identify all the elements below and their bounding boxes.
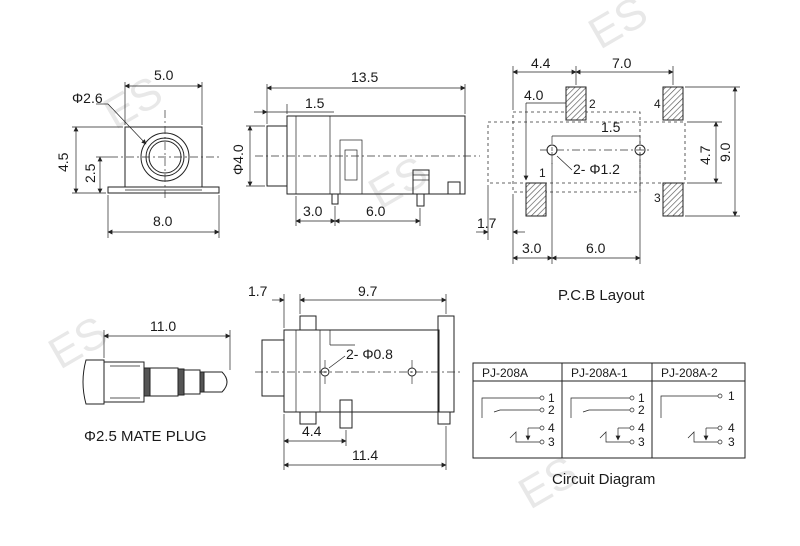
circuit-schematic-b: 1 2 4 3 xyxy=(570,391,645,449)
pcb-inner-height-label: 4.7 xyxy=(697,145,713,165)
pcb-left-label: 4.4 xyxy=(531,55,551,71)
side-diameter-label: Φ4.0 xyxy=(230,144,246,175)
circuit-col-b: PJ-208A-1 xyxy=(571,366,628,380)
pcb-bottom-right-label: 6.0 xyxy=(586,240,606,256)
side-pin-offset-label: 3.0 xyxy=(303,203,323,219)
svg-text:2: 2 xyxy=(548,403,555,417)
svg-text:3: 3 xyxy=(548,435,555,449)
svg-text:4: 4 xyxy=(728,421,735,435)
pcb-pad-1 xyxy=(525,182,547,217)
svg-text:4: 4 xyxy=(548,421,555,435)
circuit-col-c: PJ-208A-2 xyxy=(661,366,718,380)
circuit-schematic-c: 1 4 3 xyxy=(660,389,735,449)
pcb-pin-3: 3 xyxy=(654,191,661,205)
side-view: 13.5 1.5 Φ4.0 3.0 6.0 xyxy=(230,69,480,226)
svg-text:1: 1 xyxy=(548,391,555,405)
pcb-pin-4: 4 xyxy=(654,97,661,111)
top-view: 2- Φ0.8 1.7 9.7 4.4 11.4 xyxy=(248,283,460,470)
pcb-total-height-label: 9.0 xyxy=(717,142,733,162)
pcb-layout: 2 4 1 3 2- Φ1.2 1.5 4.0 4.4 7.0 xyxy=(476,55,740,304)
svg-text:1: 1 xyxy=(638,391,645,405)
top-left-label: 1.7 xyxy=(248,283,268,299)
svg-text:ES: ES xyxy=(581,0,656,59)
side-pin-pitch-label: 6.0 xyxy=(366,203,386,219)
circuit-col-a: PJ-208A xyxy=(482,366,528,380)
front-center-label: 2.5 xyxy=(82,163,98,183)
circuit-diagram: PJ-208A PJ-208A-1 PJ-208A-2 1 2 4 3 xyxy=(472,362,746,488)
top-pin-offset-label: 4.4 xyxy=(302,423,322,439)
front-height-label: 4.5 xyxy=(55,152,71,172)
front-base-label: 8.0 xyxy=(153,213,173,229)
front-phi-label: Φ2.6 xyxy=(72,90,103,106)
pcb-pad-offset-label: 4.0 xyxy=(524,87,544,103)
pcb-pad-3 xyxy=(662,182,684,217)
front-width-label: 5.0 xyxy=(154,67,174,83)
pcb-pad-2 xyxy=(565,86,587,121)
pcb-top-label: 7.0 xyxy=(612,55,632,71)
svg-text:2: 2 xyxy=(638,403,645,417)
svg-text:ES: ES xyxy=(41,307,116,379)
top-holes-label: 2- Φ0.8 xyxy=(346,346,393,362)
top-length-label: 11.4 xyxy=(352,447,378,463)
svg-text:3: 3 xyxy=(638,435,645,449)
plug-title: Φ2.5 MATE PLUG xyxy=(84,428,207,445)
side-length-label: 13.5 xyxy=(351,69,378,85)
svg-text:3: 3 xyxy=(728,435,735,449)
svg-text:1: 1 xyxy=(728,389,735,403)
plug-length-label: 11.0 xyxy=(150,318,176,334)
pcb-layout-title: P.C.B Layout xyxy=(558,287,645,304)
pcb-bottom-left-label: 3.0 xyxy=(522,240,542,256)
top-span-label: 9.7 xyxy=(358,283,378,299)
side-offset-label: 1.5 xyxy=(305,95,325,111)
pcb-pad-4 xyxy=(662,86,684,121)
circuit-title: Circuit Diagram xyxy=(552,471,655,488)
pcb-edge-label: 1.7 xyxy=(477,215,497,231)
pcb-pin-1: 1 xyxy=(539,166,546,180)
pcb-pitch-label: 1.5 xyxy=(601,119,621,135)
mate-plug: 11.0 Φ2.5 MATE PLUG xyxy=(82,318,231,445)
circuit-schematic-a: 1 2 4 3 xyxy=(481,391,555,449)
pcb-holes-label: 2- Φ1.2 xyxy=(573,161,620,177)
front-view: Φ2.6 5.0 4.5 2.5 8.0 xyxy=(55,67,220,238)
pcb-pin-2: 2 xyxy=(589,97,596,111)
svg-text:4: 4 xyxy=(638,421,645,435)
